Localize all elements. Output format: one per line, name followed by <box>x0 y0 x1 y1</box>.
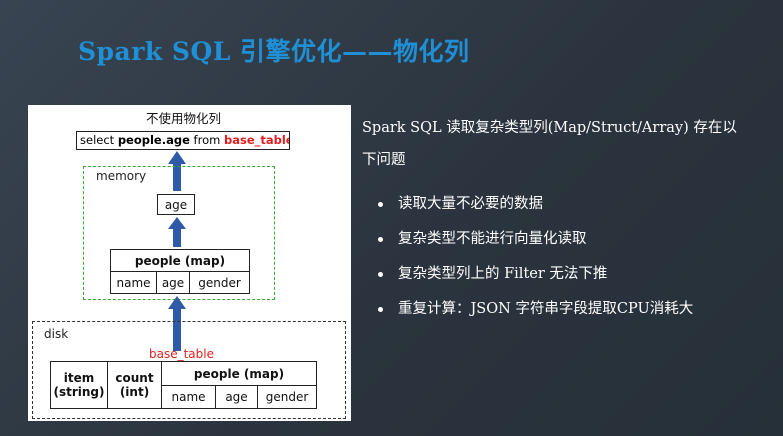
list-item: 重复计算：JSON 字符串字段提取CPU消耗大 <box>378 292 778 327</box>
diagram-heading: 不使用物化列 <box>146 111 222 126</box>
disk-item-type: (string) <box>53 385 105 399</box>
bullet-icon <box>378 237 383 242</box>
disk-field-name: name <box>161 385 216 409</box>
disk-people-map-header: people (map) <box>161 361 317 386</box>
query-column: people.age <box>117 133 190 147</box>
people-field-age: age <box>156 271 190 294</box>
slide-title: Spark SQL 引擎优化——物化列 <box>78 37 470 66</box>
list-item: 复杂类型不能进行向量化读取 <box>378 222 778 257</box>
disk-region: disk <box>32 321 346 419</box>
disk-item-label: item <box>63 371 95 385</box>
age-box: age <box>157 194 195 215</box>
query-table: base_table <box>223 133 290 147</box>
disk-label: disk <box>44 327 69 341</box>
intro-line-1: Spark SQL 读取复杂类型列(Map/Struct/Array) 存在以 <box>362 120 737 136</box>
people-field-name: name <box>110 271 157 294</box>
issue-list: 读取大量不必要的数据 复杂类型不能进行向量化读取 复杂类型列上的 Filter … <box>378 187 778 327</box>
query-box: select people.age from base_table; <box>76 131 290 150</box>
disk-item-column: item (string) <box>50 361 108 409</box>
disk-count-label: count <box>115 371 154 385</box>
people-field-gender: gender <box>189 271 250 294</box>
diagram-panel: 不使用物化列 select people.age from base_table… <box>28 105 351 421</box>
disk-field-gender: gender <box>257 385 317 409</box>
query-from: from <box>189 133 224 147</box>
arrow-up-icon <box>168 217 186 247</box>
memory-label: memory <box>96 169 147 183</box>
list-item-text: 复杂类型不能进行向量化读取 <box>398 231 587 247</box>
people-map-header: people (map) <box>110 249 250 272</box>
intro-line-2: 下问题 <box>362 152 406 168</box>
arrow-up-icon <box>168 296 186 351</box>
arrow-up-icon <box>168 151 186 191</box>
bullet-icon <box>378 307 383 312</box>
disk-count-column: count (int) <box>107 361 162 409</box>
list-item-text: 读取大量不必要的数据 <box>398 196 543 212</box>
bullet-icon <box>378 272 383 277</box>
base-table-label: base_table <box>149 347 214 361</box>
disk-count-type: (int) <box>119 385 150 399</box>
query-select: select <box>80 133 118 147</box>
bullet-icon <box>378 202 383 207</box>
list-item: 复杂类型列上的 Filter 无法下推 <box>378 257 778 292</box>
list-item-text: 重复计算：JSON 字符串字段提取CPU消耗大 <box>398 301 694 317</box>
list-item: 读取大量不必要的数据 <box>378 187 778 222</box>
disk-field-age: age <box>215 385 258 409</box>
list-item-text: 复杂类型列上的 Filter 无法下推 <box>398 266 608 282</box>
